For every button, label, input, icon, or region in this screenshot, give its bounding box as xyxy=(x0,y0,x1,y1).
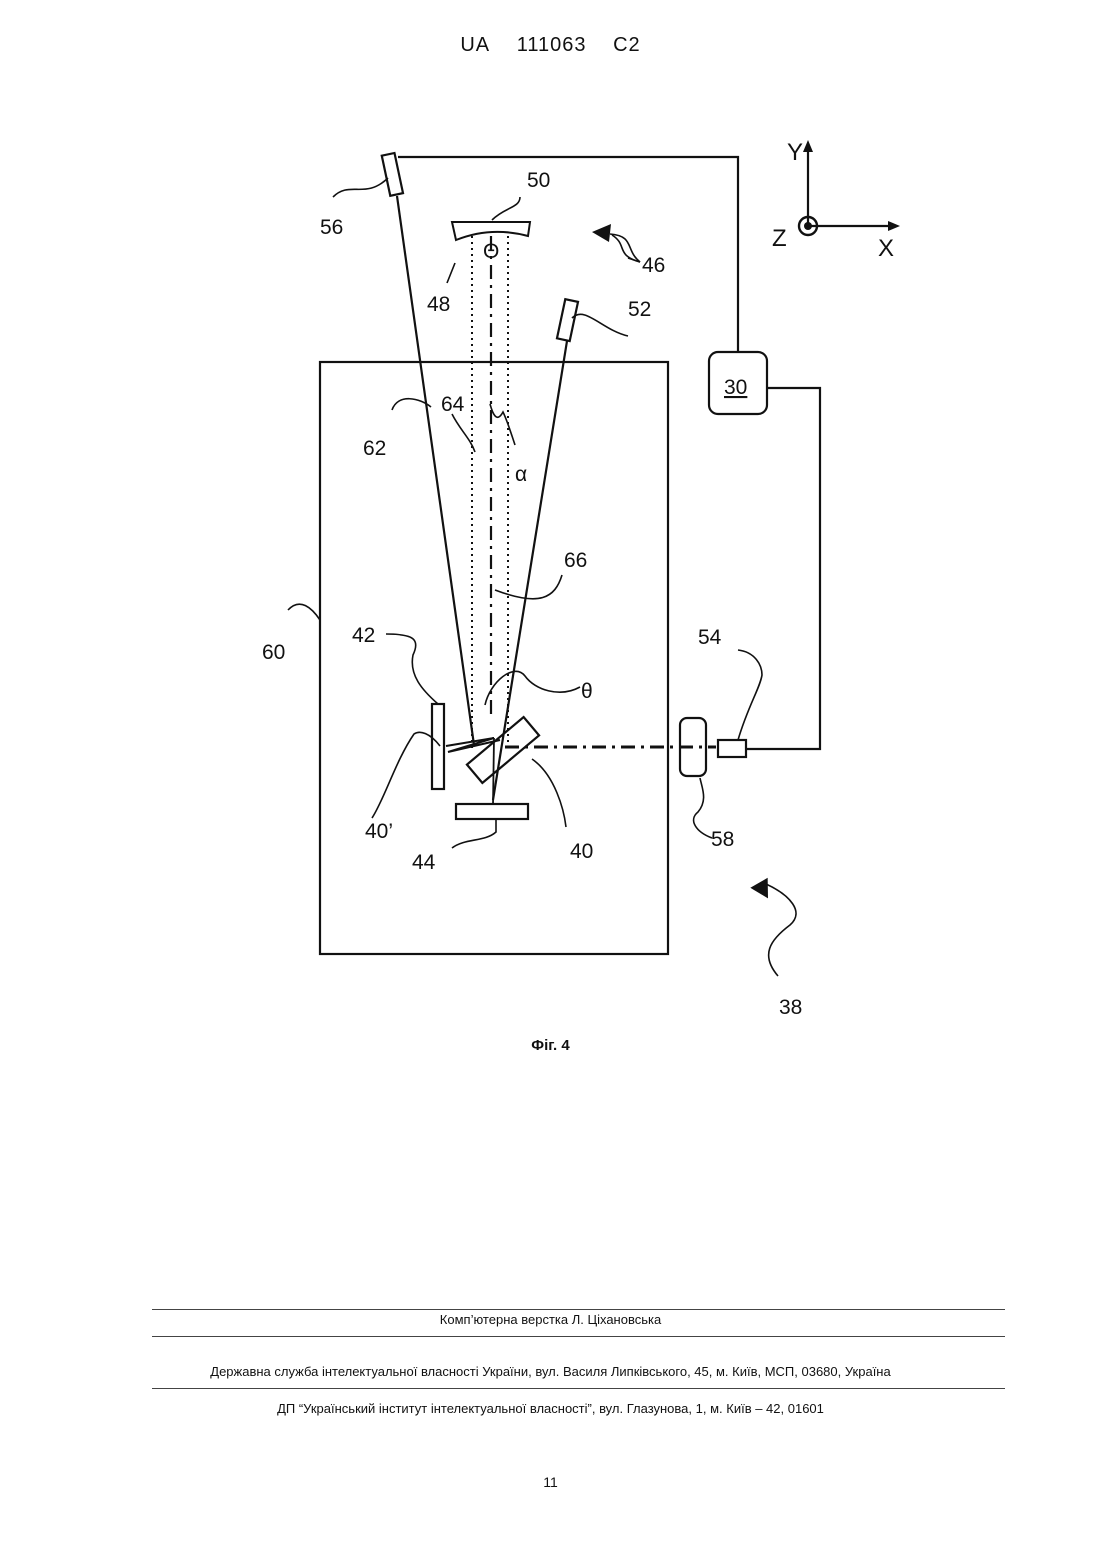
block-40 xyxy=(467,717,539,783)
label-64: 64 xyxy=(441,393,465,416)
label-42: 42 xyxy=(352,624,375,647)
arrow-46-head xyxy=(592,224,611,242)
label-theta-upper: Θ xyxy=(483,240,499,263)
label-60: 60 xyxy=(262,641,285,664)
label-axis-x: X xyxy=(878,235,894,262)
arrow-38-head xyxy=(750,878,776,904)
beam-62 xyxy=(397,196,474,745)
sensor-56 xyxy=(382,153,403,196)
plate-42 xyxy=(432,704,444,789)
plate-44 xyxy=(456,804,528,819)
label-58: 58 xyxy=(711,828,734,851)
footer-rule-1 xyxy=(152,1309,1005,1310)
label-50: 50 xyxy=(527,169,550,192)
label-alpha: α xyxy=(515,463,527,486)
axis-y-arrowhead xyxy=(803,140,813,152)
label-40-prime: 40’ xyxy=(365,820,393,843)
label-theta-lower: θ xyxy=(581,680,593,703)
sensor-54 xyxy=(718,740,746,757)
beam-66 xyxy=(493,341,567,800)
footer-agency: Державна служба інтелектуальної власност… xyxy=(0,1364,1101,1379)
footer-institute: ДП “Український інститут інтелектуальної… xyxy=(0,1401,1101,1416)
wire-56-to-30 xyxy=(398,157,738,352)
label-48: 48 xyxy=(427,293,450,316)
label-axis-y: Y xyxy=(787,139,803,166)
figure-caption: Фіг. 4 xyxy=(0,1037,1101,1054)
arrow-46 xyxy=(610,234,640,262)
label-44: 44 xyxy=(412,851,436,874)
label-52: 52 xyxy=(628,298,651,321)
label-66: 66 xyxy=(564,549,587,572)
axis-z-dot xyxy=(804,222,812,230)
axis-x-arrowhead xyxy=(888,221,900,231)
label-62: 62 xyxy=(363,437,386,460)
label-54: 54 xyxy=(698,626,722,649)
label-40: 40 xyxy=(570,840,593,863)
label-38: 38 xyxy=(779,996,802,1019)
leader-lines xyxy=(288,178,796,976)
footer-rule-2 xyxy=(152,1336,1005,1337)
label-axis-z: Z xyxy=(772,225,787,252)
beam-down-to-44 xyxy=(493,738,494,805)
footer-typesetting: Комп’ютерна верстка Л. Ціхановська xyxy=(0,1312,1101,1327)
label-46: 46 xyxy=(642,254,665,277)
page-number: 11 xyxy=(0,1474,1101,1490)
footer-rule-3 xyxy=(152,1388,1005,1389)
label-56: 56 xyxy=(320,216,343,239)
wire-30-to-54 xyxy=(746,388,820,749)
sensor-52 xyxy=(557,299,578,341)
label-30: 30 xyxy=(724,376,747,399)
